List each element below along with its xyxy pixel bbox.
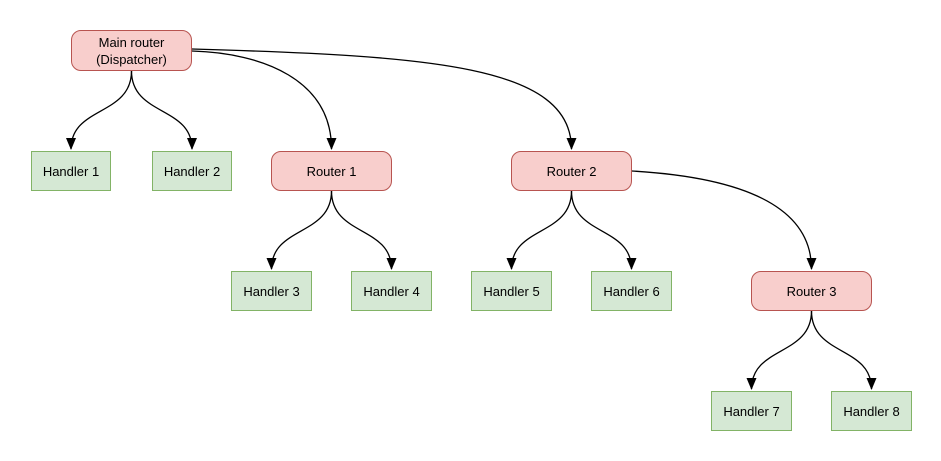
node-label: Handler 7	[723, 403, 780, 419]
node-handler-3: Handler 3	[231, 271, 312, 311]
node-label: Handler 1	[42, 163, 100, 179]
node-handler-2: Handler 2	[152, 151, 232, 191]
node-label: (Dispatcher)	[96, 51, 167, 67]
node-handler-1: Handler 1	[31, 151, 111, 191]
node-label: Handler 4	[363, 283, 420, 299]
edge-router-2-to-handler-6	[570, 190, 637, 270]
node-label: Handler 6	[603, 283, 660, 299]
edge-main-router-to-router-2	[191, 48, 577, 150]
edge-router-1-to-handler-3	[266, 190, 333, 270]
node-label: Handler 2	[163, 163, 221, 179]
node-handler-4: Handler 4	[351, 271, 432, 311]
node-label: Router 3	[786, 283, 837, 299]
node-router-3: Router 3	[751, 271, 872, 311]
edge-main-router-to-router-1	[191, 50, 337, 150]
node-handler-8: Handler 8	[831, 391, 912, 431]
node-label: Handler 3	[243, 283, 300, 299]
edge-router-1-to-handler-4	[330, 190, 397, 270]
edge-router-3-to-handler-7	[746, 310, 813, 390]
node-label: Main router	[98, 34, 165, 50]
edge-main-router-to-handler-1	[66, 70, 133, 150]
node-main-router: Main router (Dispatcher)	[71, 30, 192, 71]
node-label: Router 1	[306, 163, 357, 179]
node-router-2: Router 2	[511, 151, 632, 191]
node-label: Handler 8	[843, 403, 900, 419]
edge-router-2-to-handler-5	[506, 190, 573, 270]
edge-main-router-to-handler-2	[130, 70, 197, 150]
edge-router-3-to-handler-8	[810, 310, 877, 390]
node-router-1: Router 1	[271, 151, 392, 191]
node-handler-6: Handler 6	[591, 271, 672, 311]
node-handler-7: Handler 7	[711, 391, 792, 431]
node-handler-5: Handler 5	[471, 271, 552, 311]
edge-router-2-to-router-3	[631, 170, 817, 270]
node-label: Handler 5	[483, 283, 540, 299]
node-label: Router 2	[546, 163, 597, 179]
